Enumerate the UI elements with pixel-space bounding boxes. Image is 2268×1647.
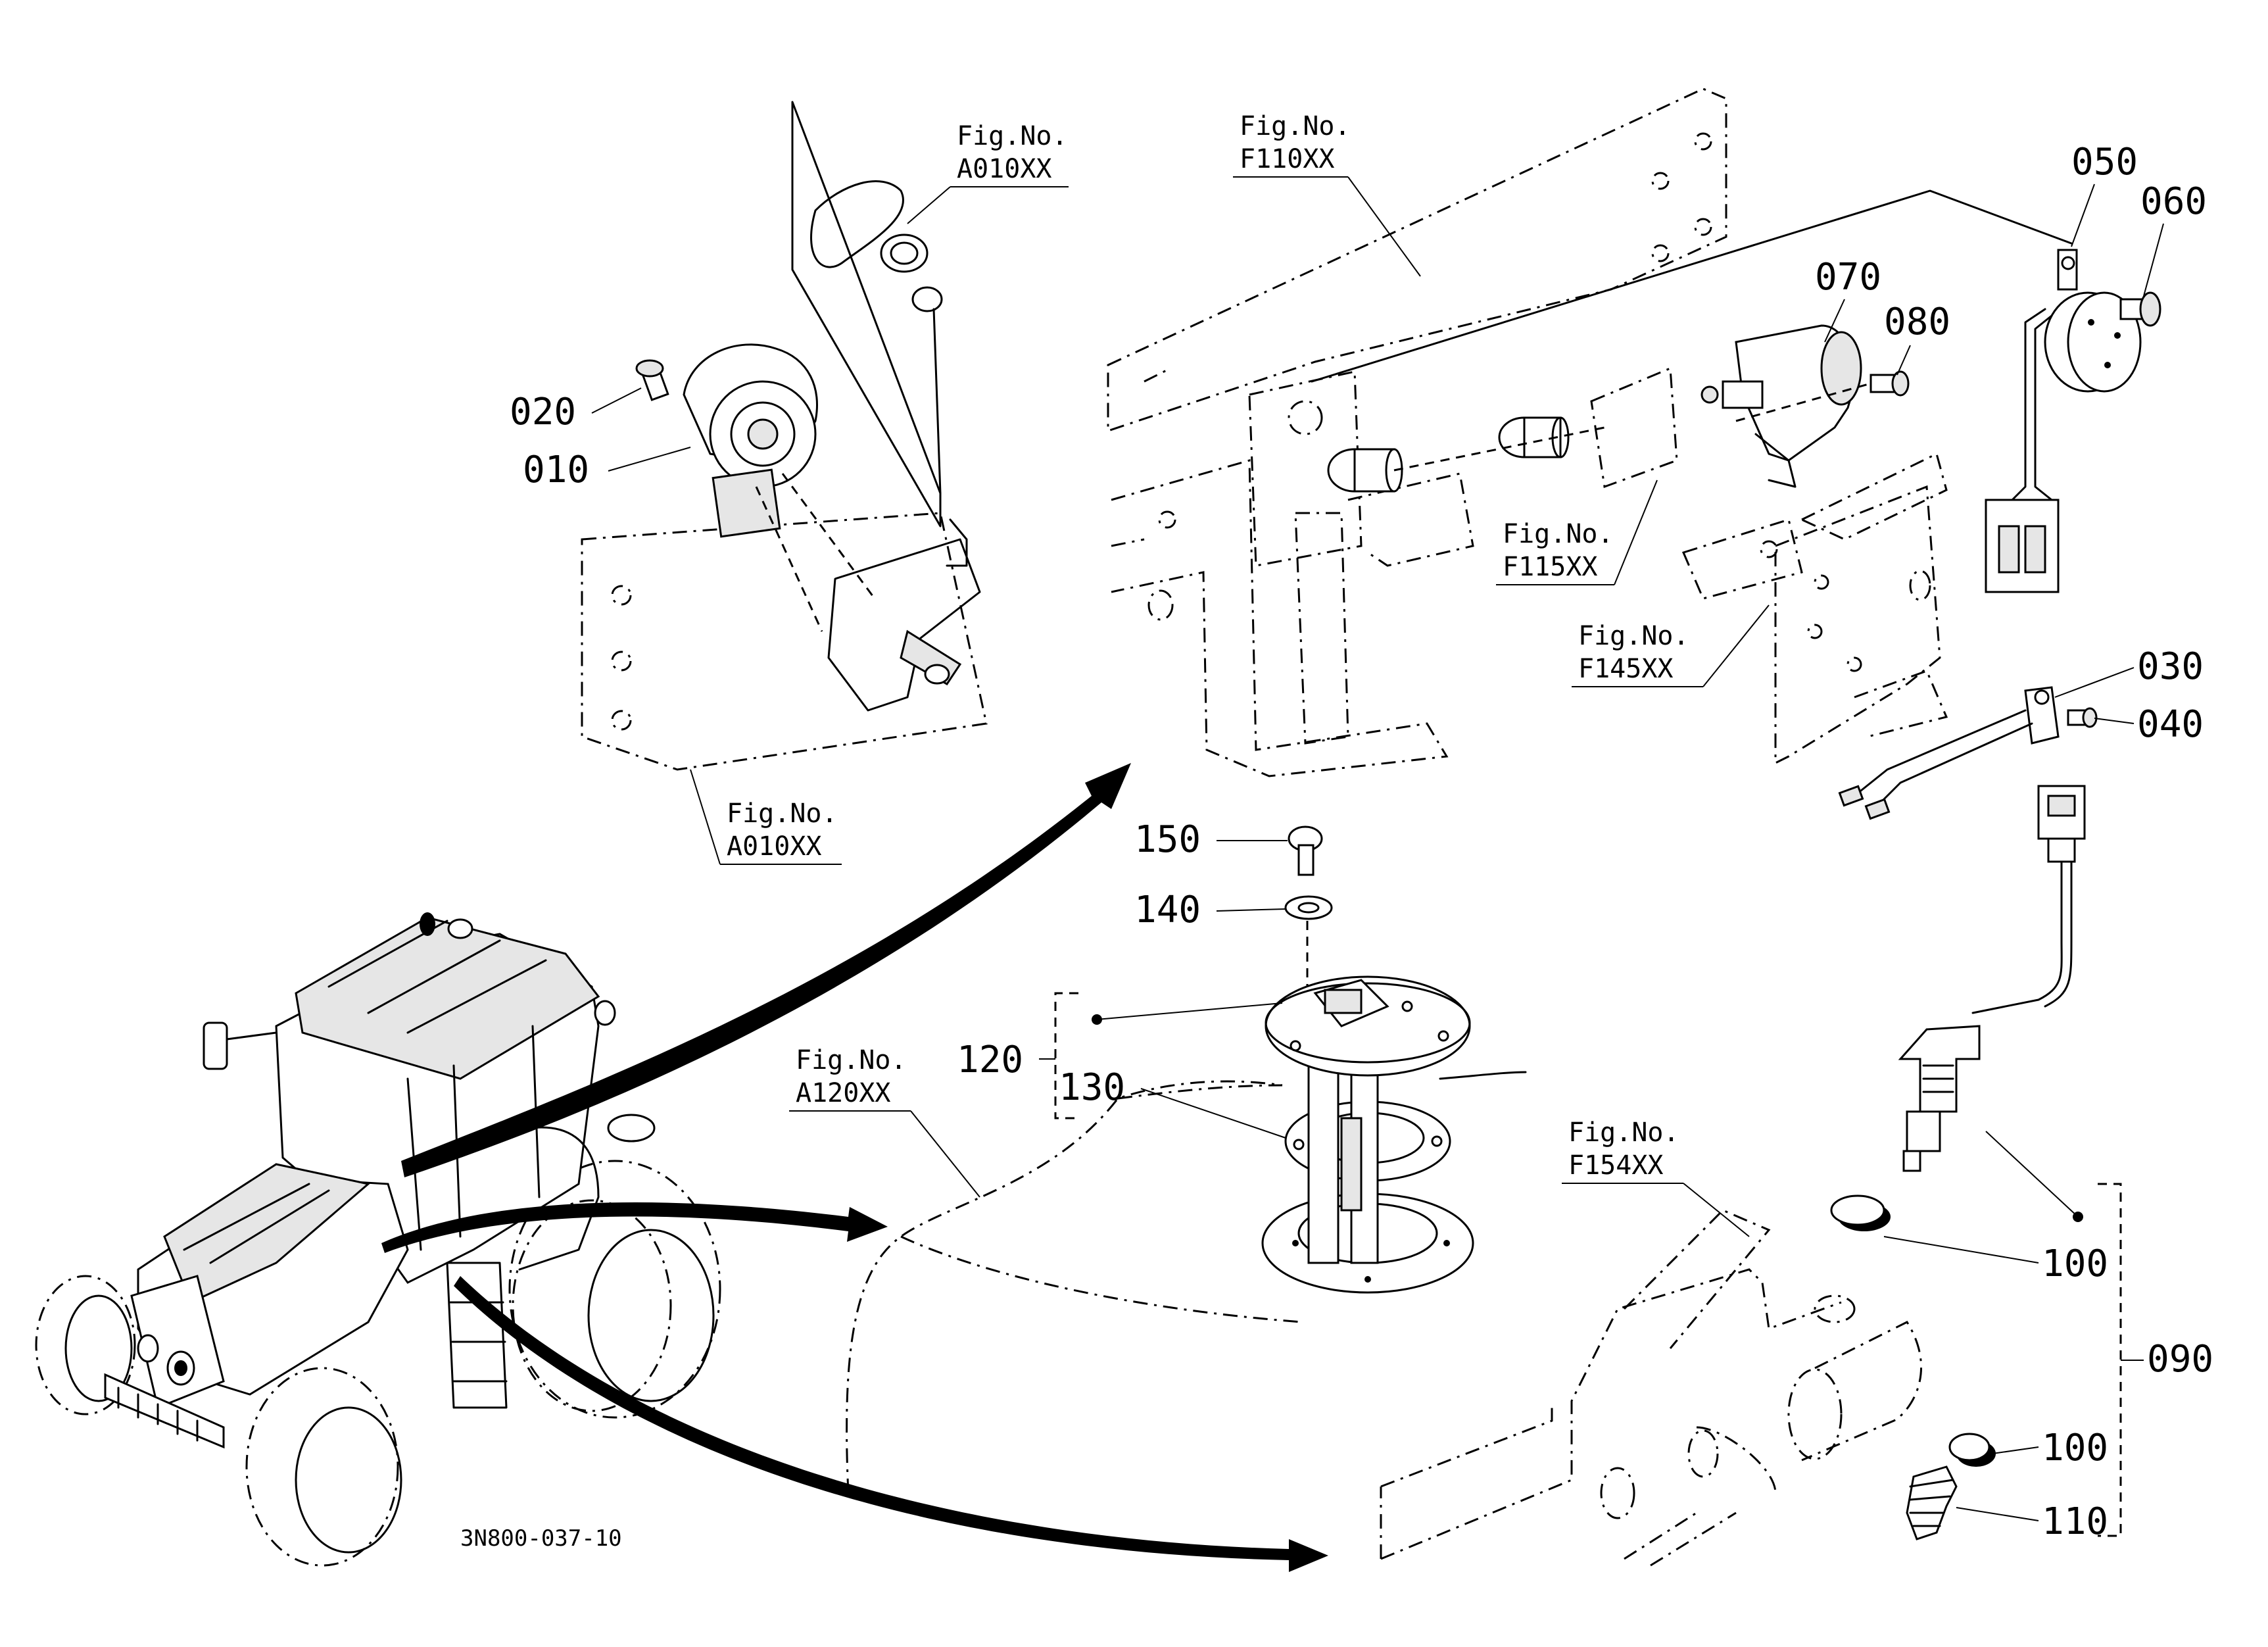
svg-text:050: 050	[2071, 141, 2138, 184]
callout-010: 010	[523, 447, 691, 491]
sender-090-assembly	[1380, 785, 2086, 1567]
sensor-050	[1311, 189, 2142, 593]
svg-text:Fig.No.: Fig.No.	[727, 799, 838, 829]
fig-ref-f145: Fig.No. F145XX	[1572, 604, 1770, 687]
svg-text:030: 030	[2137, 645, 2204, 688]
svg-text:Fig.No.: Fig.No.	[1503, 519, 1614, 549]
accelerator-sensor-assembly	[581, 101, 988, 771]
fig-ref-f154: Fig.No. F154XX	[1562, 1118, 1750, 1237]
callout-150: 150	[1134, 818, 1288, 861]
fig-ref-a120: Fig.No. A120XX	[789, 1045, 980, 1198]
svg-text:120: 120	[957, 1039, 1023, 1081]
callout-080: 080	[1884, 301, 1950, 376]
callout-050: 050	[2071, 141, 2138, 247]
callout-100-upper: 100	[1883, 1236, 2108, 1285]
svg-text:Fig.No.: Fig.No.	[1568, 1118, 1679, 1148]
callout-110: 110	[1956, 1500, 2108, 1543]
svg-text:Fig.No.: Fig.No.	[796, 1045, 907, 1075]
svg-text:090: 090	[2147, 1338, 2213, 1381]
svg-text:020: 020	[510, 391, 576, 433]
diagram-code: 3N800-037-10	[460, 1525, 622, 1552]
fig-ref-f115: Fig.No. F115XX	[1496, 479, 1658, 585]
svg-text:Fig.No.: Fig.No.	[1240, 111, 1351, 141]
svg-text:040: 040	[2137, 703, 2204, 746]
svg-text:150: 150	[1134, 818, 1201, 861]
fuel-sender-assembly	[846, 825, 1527, 1494]
svg-text:010: 010	[523, 449, 589, 491]
svg-text:130: 130	[1059, 1066, 1125, 1109]
svg-text:100: 100	[2042, 1427, 2108, 1469]
frame-assembly	[1107, 87, 1727, 777]
callout-120: 120	[957, 992, 1283, 1119]
callout-040: 040	[2094, 703, 2204, 746]
svg-text:Fig.No.: Fig.No.	[957, 121, 1068, 151]
bracket-f145	[1681, 452, 2098, 820]
svg-text:A120XX: A120XX	[796, 1078, 891, 1108]
svg-text:110: 110	[2042, 1500, 2108, 1543]
callout-070: 070	[1815, 256, 1881, 343]
callout-100-lower: 100	[1992, 1427, 2108, 1469]
svg-text:060: 060	[2140, 180, 2207, 223]
callout-140: 140	[1134, 889, 1286, 931]
svg-text:140: 140	[1134, 889, 1201, 931]
fig-ref-a010-bottom: Fig.No. A010XX	[690, 769, 842, 865]
callout-090-bracket	[1985, 1131, 2122, 1537]
svg-text:A010XX: A010XX	[727, 831, 822, 862]
fig-ref-a010-top: Fig.No. A010XX	[907, 121, 1069, 224]
svg-text:A010XX: A010XX	[957, 154, 1052, 184]
arrow-to-pedal	[401, 763, 1131, 1177]
callout-090: 090	[2121, 1338, 2213, 1381]
svg-text:F115XX: F115XX	[1503, 552, 1598, 582]
svg-text:080: 080	[1884, 301, 1950, 343]
svg-text:F145XX: F145XX	[1578, 654, 1674, 684]
svg-text:F154XX: F154XX	[1568, 1150, 1664, 1181]
tractor-illustration	[35, 912, 721, 1567]
screw-080	[1735, 370, 1910, 422]
callout-020: 020	[510, 387, 642, 433]
svg-text:F110XX: F110XX	[1240, 144, 1335, 174]
fig-ref-f110: Fig.No. F110XX	[1233, 111, 1421, 277]
sensor-070	[1701, 324, 1862, 488]
callout-130: 130	[1059, 1066, 1286, 1139]
screw-060	[2119, 291, 2161, 327]
svg-text:070: 070	[1815, 256, 1881, 299]
arrow-to-tank	[381, 1202, 888, 1253]
callout-030: 030	[2054, 645, 2204, 698]
callout-060: 060	[2140, 180, 2207, 297]
svg-text:Fig.No.: Fig.No.	[1578, 621, 1689, 651]
svg-text:100: 100	[2042, 1242, 2108, 1285]
